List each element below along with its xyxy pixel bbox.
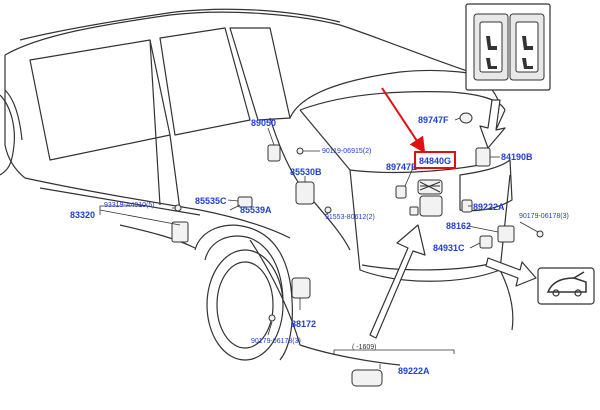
part-89050-body	[267, 144, 281, 162]
label-83320: 83320	[70, 210, 96, 220]
label-91553: 91553-80612(2)	[325, 214, 375, 221]
part-84931C-body	[479, 235, 493, 249]
part-83320-body	[171, 221, 189, 243]
components	[171, 112, 544, 387]
label-84931C: 84931C	[433, 243, 465, 253]
label-88162: 88162	[446, 221, 472, 231]
label-89222A-top: 89222A	[473, 202, 505, 212]
date-bracket	[333, 349, 455, 354]
part-84840G-unit	[409, 179, 443, 217]
label-89747F: 89747F	[418, 115, 449, 125]
part-84190B-body	[475, 147, 491, 167]
label-84190B: 84190B	[501, 152, 533, 162]
label-84840G: 84840G	[419, 156, 452, 166]
label-90179-bottom: 90179-06178(3)	[251, 338, 301, 345]
part-85535C-body	[237, 196, 253, 208]
label-85530B: 85530B	[290, 167, 322, 177]
part-88172-body	[291, 277, 311, 299]
part-89747F-body	[459, 112, 473, 124]
part-85530B-body	[295, 181, 315, 205]
bolt-90179-right	[536, 230, 544, 238]
seat-switch-panel-icon	[465, 3, 551, 91]
label-93319: 93319-A4010(5)	[104, 202, 155, 209]
label-89050: 89050	[251, 118, 277, 128]
clip-93319	[174, 204, 182, 212]
bolt-90179-bottom	[268, 314, 276, 322]
label-85535C: 85535C	[195, 196, 227, 206]
callout-arrows	[369, 99, 537, 339]
label-89222A-bottom: 89222A	[398, 366, 430, 376]
bolt-90119	[296, 147, 304, 155]
label-88172: 88172	[291, 319, 317, 329]
label-85539A: 85539A	[240, 205, 272, 215]
part-89747E-body	[395, 185, 407, 199]
part-89222A-bottom-body	[351, 369, 383, 387]
label-89747E: 89747E	[386, 162, 418, 172]
highlight-box-84840G	[414, 151, 456, 169]
part-88162-body	[497, 225, 515, 243]
power-tailgate-icon	[537, 267, 595, 305]
label-90179-right: 90179-06178(3)	[519, 213, 569, 220]
label-90119: 90119-06915(2)	[322, 148, 372, 155]
highlight-arrow	[381, 87, 426, 154]
leader-lines	[99, 117, 539, 369]
date-note: ( -1609)	[352, 344, 377, 351]
